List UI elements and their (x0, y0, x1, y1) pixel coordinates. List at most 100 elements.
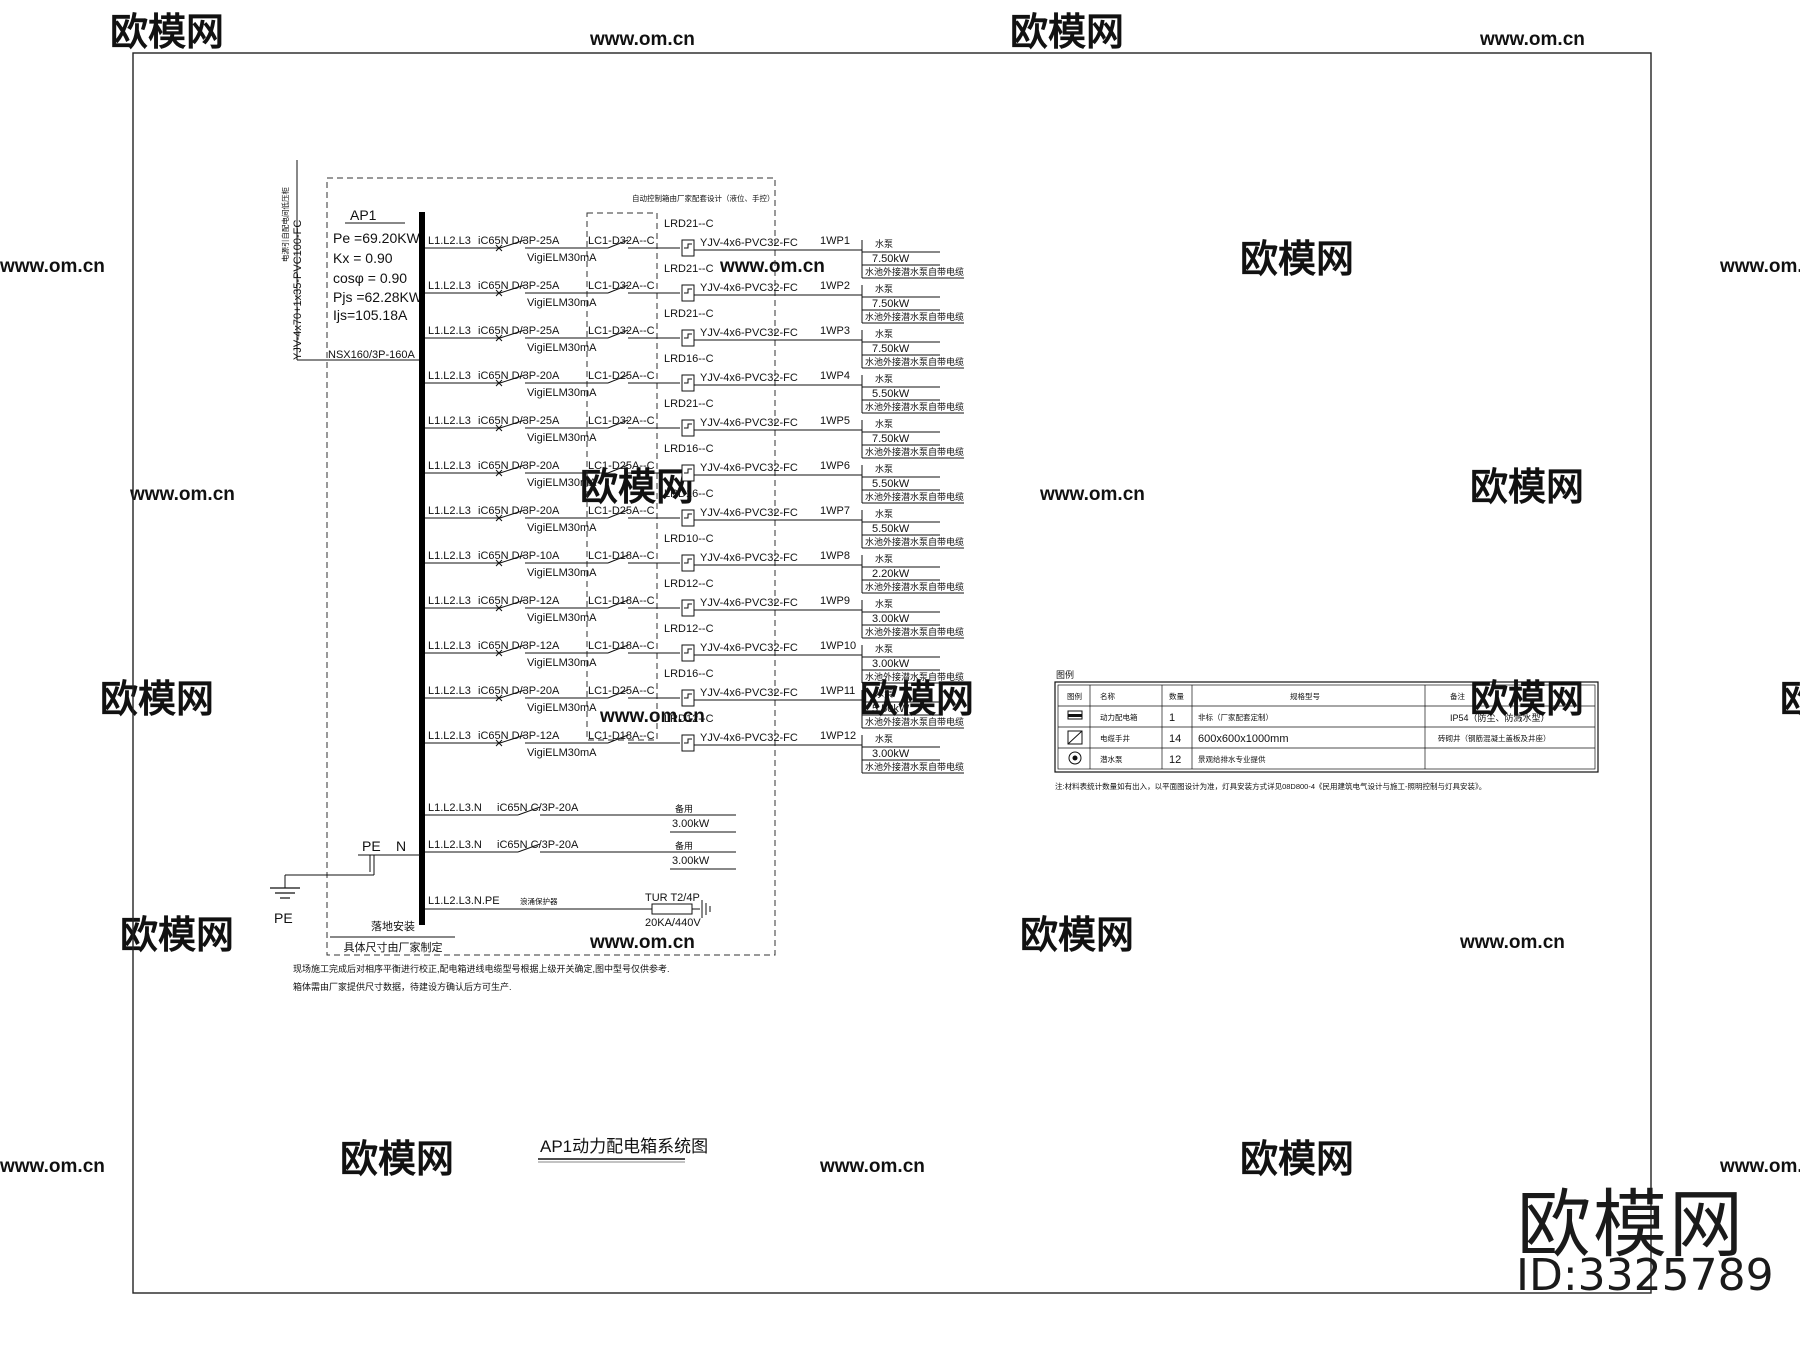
circuit-id: 1WP5 (820, 415, 850, 427)
incoming-cable-label: YJV-4x70+1x35-PVC100-FC (292, 220, 304, 360)
circuit-rows: L1.L2.L3 iC65N D/3P-25A VigiELM30mA LC1-D32… (425, 218, 964, 774)
circuit-id: 1WP1 (820, 235, 850, 247)
watermark-url: www.om.cn (1479, 29, 1585, 50)
circuit-contactor: LC1-D32A--C (588, 415, 655, 427)
watermark-brand: 欧模网 (110, 12, 224, 54)
controller-enclosure (586, 212, 658, 741)
watermark-brand: 欧模网 (580, 467, 694, 509)
spare-power: 3.00kW (672, 855, 710, 867)
circuit-contactor: LC1-D32A--C (588, 280, 655, 292)
watermark-brand: 欧模网 (1240, 1139, 1354, 1181)
spare-phase: L1.L2.L3.N (428, 839, 482, 851)
circuit-phase: L1.L2.L3 (428, 325, 471, 337)
watermark-brand: 欧模网 (860, 679, 974, 721)
circuit-contactor: LC1-D25A--C (588, 685, 655, 697)
circuit-rcd: VigiELM30mA (527, 702, 597, 714)
spare-breaker: iC65N C/3P-20A (497, 839, 579, 851)
spare-power: 3.00kW (672, 818, 710, 830)
general-note-2: 箱体需由厂家提供尺寸数据，待建设方确认后方可生产. (293, 981, 512, 992)
circuit-breaker: iC65N D/3P-10A (478, 550, 560, 562)
circuit-relay: LRD16--C (664, 353, 714, 365)
circuit-cable: YJV-4x6-PVC32-FC (700, 552, 798, 564)
watermark-layer: 欧模网欧模网欧模网欧模网欧模网欧模网欧模网欧模网欧模网欧模网欧模网欧模网欧模网w… (0, 12, 1800, 1181)
watermark-url: www.om.cn (589, 29, 695, 50)
circuit-note: 水池外接潜水泵自带电缆 (865, 536, 964, 547)
circuit-id: 1WP8 (820, 550, 850, 562)
circuit-contactor: LC1-D32A--C (588, 325, 655, 337)
circuit-phase: L1.L2.L3 (428, 235, 471, 247)
circuit-contactor: LC1-D18A--C (588, 640, 655, 652)
panel-ijs: Ijs=105.18A (333, 307, 408, 323)
circuit-rcd: VigiELM30mA (527, 252, 597, 264)
circuit-note: 水池外接潜水泵自带电缆 (865, 581, 964, 592)
brand-mark-name: 欧模网 (1517, 1182, 1745, 1268)
legend-row3-name: 潜水泵 (1100, 754, 1123, 764)
earthing: PE N PE (270, 838, 420, 926)
circuit-note: 水池外接潜水泵自带电缆 (865, 266, 964, 277)
main-breaker-label: NSX160/3P-160A (328, 349, 415, 361)
legend-row3-spec: 景观给排水专业提供 (1198, 754, 1266, 764)
circuit-load: 水泵 (875, 418, 893, 429)
watermark-brand: 欧模网 (1240, 239, 1354, 281)
circuit-load: 水泵 (875, 328, 893, 339)
circuit-id: 1WP2 (820, 280, 850, 292)
circuit-phase: L1.L2.L3 (428, 280, 471, 292)
circuit-relay: LRD21--C (664, 398, 714, 410)
legend-header-name: 名称 (1100, 691, 1116, 701)
panel-enclosure (326, 177, 776, 956)
circuit-cable: YJV-4x6-PVC32-FC (700, 507, 798, 519)
legend-footnote: 注:材料表统计数量如有出入，以平面图设计为准，灯具安装方式详见08D800-4《… (1055, 781, 1486, 791)
spare-breaker: iC65N C/3P-20A (497, 802, 579, 814)
circuit-relay: LRD16--C (664, 443, 714, 455)
circuit-rcd: VigiELM30mA (527, 387, 597, 399)
legend-row2-spec: 600x600x1000mm (1198, 733, 1289, 745)
circuit-phase: L1.L2.L3 (428, 460, 471, 472)
install-notes: 落地安装 具体尺寸由厂家制定 现场施工完成后对相序平衡进行校正,配电箱进线电缆型… (293, 919, 670, 992)
watermark-url: www.om.cn (129, 484, 235, 505)
circuit-power: 2.20kW (872, 568, 910, 580)
circuit-breaker: iC65N D/3P-25A (478, 280, 560, 292)
legend-header-remark: 备注 (1450, 691, 1466, 701)
circuit-contactor: LC1-D25A--C (588, 370, 655, 382)
watermark-brand: 欧模网 (1470, 679, 1584, 721)
panel-kx: Kx = 0.90 (333, 250, 393, 266)
watermark-brand: 欧模网 (1010, 12, 1124, 54)
circuit-breaker: iC65N D/3P-20A (478, 685, 560, 697)
circuit-power: 5.50kW (872, 388, 910, 400)
circuit-phase: L1.L2.L3 (428, 730, 471, 742)
watermark-brand: 欧模网 (340, 1139, 454, 1181)
watermark-brand: 欧模网 (1020, 915, 1134, 957)
spd-phase: L1.L2.L3.N.PE (428, 895, 500, 907)
spare-load: 备用 (675, 840, 693, 851)
watermark-url: www.om.cn (819, 1156, 925, 1177)
size-note: 具体尺寸由厂家制定 (344, 940, 443, 954)
circuit-load: 水泵 (875, 283, 893, 294)
circuit-contactor: LC1-D18A--C (588, 595, 655, 607)
circuit-id: 1WP9 (820, 595, 850, 607)
circuit-breaker: iC65N D/3P-20A (478, 370, 560, 382)
legend-row2-remark: 砖砌井（钢筋混凝土盖板及井座） (1438, 733, 1551, 743)
panel-cos: cosφ = 0.90 (333, 270, 407, 286)
circuit-relay: LRD12--C (664, 623, 714, 635)
circuit-power: 5.50kW (872, 703, 910, 715)
circuit-breaker: iC65N D/3P-25A (478, 235, 560, 247)
spare-circuit-row: L1.L2.L3.N iC65N C/3P-20A 备用 3.00kW (425, 839, 736, 870)
spd-label: 浪涌保护器 (520, 896, 558, 906)
circuit-power: 3.00kW (872, 748, 910, 760)
circuit-phase: L1.L2.L3 (428, 595, 471, 607)
circuit-id: 1WP3 (820, 325, 850, 337)
circuit-power: 3.00kW (872, 658, 910, 670)
circuit-rcd: VigiELM30mA (527, 342, 597, 354)
circuit-power: 5.50kW (872, 523, 910, 535)
circuit-power: 3.00kW (872, 613, 910, 625)
incoming-feeder: YJV-4x70+1x35-PVC100-FC 电源引自配电间低压柜 (280, 160, 420, 361)
circuit-breaker: iC65N D/3P-20A (478, 460, 560, 472)
circuit-cable: YJV-4x6-PVC32-FC (700, 597, 798, 609)
circuit-power: 7.50kW (872, 298, 910, 310)
